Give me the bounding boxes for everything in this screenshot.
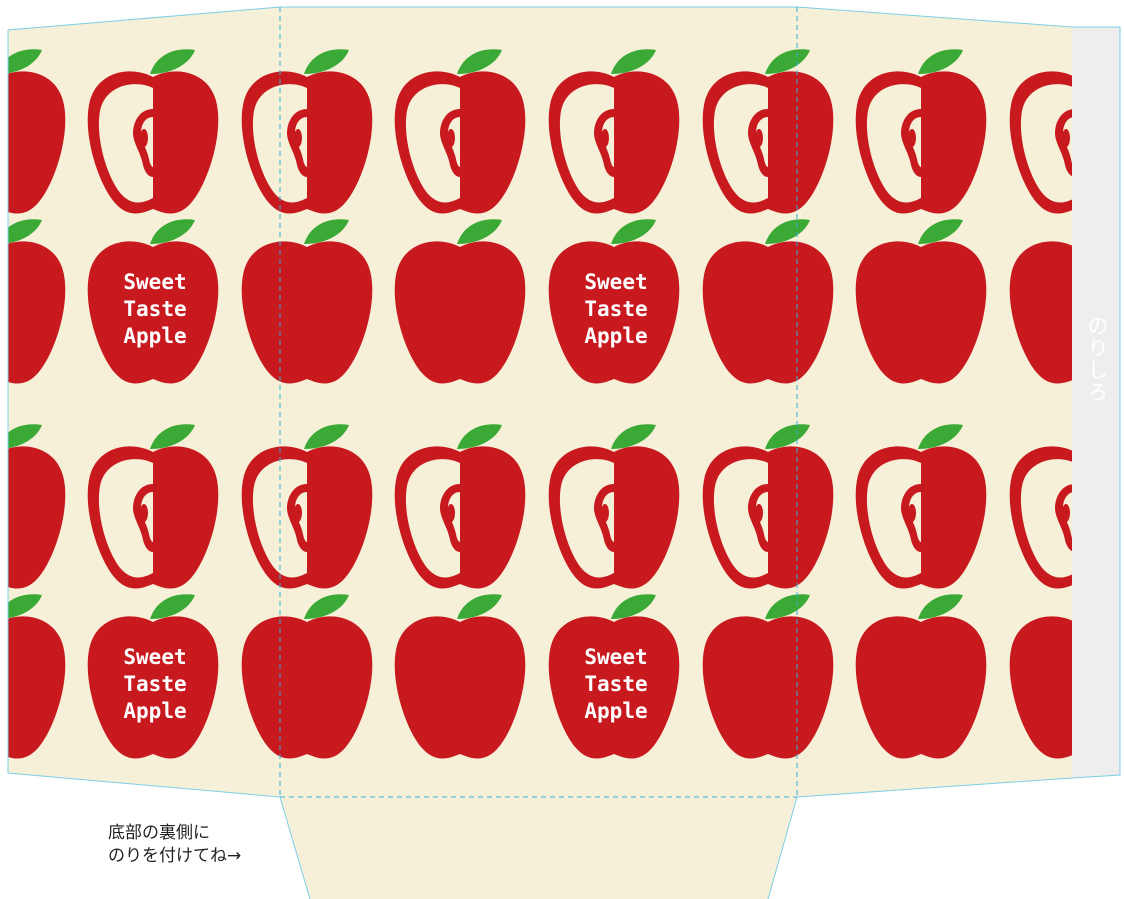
glue-tab-label: のりしろ <box>1085 315 1109 403</box>
cut-line <box>7 6 1120 773</box>
apple-slogan-line: Apple <box>123 699 186 723</box>
cut-line <box>796 27 1121 798</box>
bottom-glue-instruction: 底部の裏側に のりを付けてね→ <box>108 822 241 868</box>
cut-line <box>7 772 281 798</box>
apple-slogan-line: Taste <box>123 672 186 696</box>
apple-slogan-line: Taste <box>584 297 647 321</box>
apple-slogan-line: Apple <box>584 324 647 348</box>
apple-slogan-line: Taste <box>584 672 647 696</box>
apple-slogan-line: Sweet <box>123 645 186 669</box>
apple-slogan-line: Sweet <box>584 270 647 294</box>
bottom-flap <box>280 797 797 899</box>
instruction-line-1: 底部の裏側に <box>108 823 210 843</box>
glue-tab <box>1072 27 1120 778</box>
apple-slogan-line: Taste <box>123 297 186 321</box>
cut-line <box>767 796 798 899</box>
cut-line <box>279 796 311 899</box>
apple-slogan-line: Sweet <box>123 270 186 294</box>
apple-slogan-line: Sweet <box>584 645 647 669</box>
apple-slogan-line: Apple <box>584 699 647 723</box>
apple-slogan-line: Apple <box>123 324 186 348</box>
instruction-line-2: のりを付けてね→ <box>108 846 242 866</box>
